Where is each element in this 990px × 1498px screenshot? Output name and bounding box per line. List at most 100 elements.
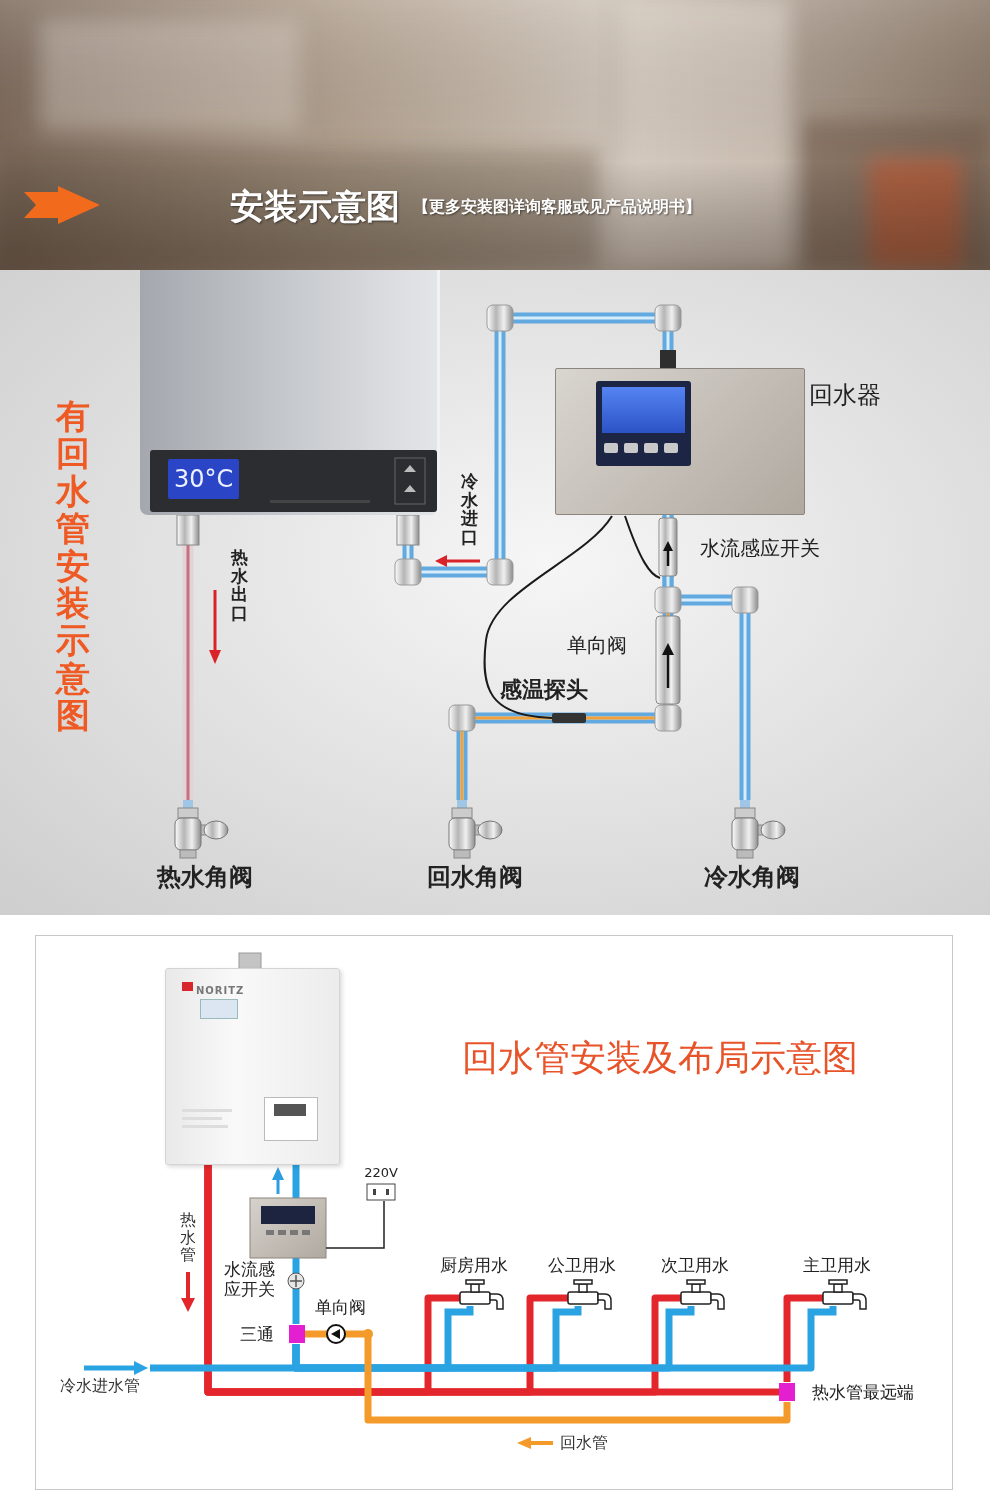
lcd-screen — [602, 387, 685, 433]
valve-outlet — [180, 850, 196, 858]
tap-handle — [687, 1280, 705, 1284]
node-text: 主卫用水 — [803, 1254, 871, 1276]
banner-arrow — [24, 186, 100, 224]
valve-handle — [478, 821, 502, 839]
flow-arrow-head — [134, 1361, 148, 1375]
pipe — [296, 1324, 448, 1368]
pipe-label: 冷水进水管 — [60, 1376, 140, 1397]
lcd-frame — [596, 381, 691, 466]
valve-nut — [178, 808, 198, 818]
switch-wheel — [288, 1273, 304, 1289]
flow-arrow — [186, 1272, 190, 1300]
recirc-unit — [250, 1198, 326, 1258]
faucet: 厨房用水 — [440, 1254, 512, 1324]
power-wire — [326, 1201, 384, 1248]
pipe-line — [293, 1302, 300, 1324]
pipe-line — [183, 515, 194, 800]
tap-body — [823, 1292, 853, 1304]
node-text: 厨房用水 — [440, 1254, 508, 1276]
button-icon — [404, 465, 416, 472]
flow-arrow-head — [272, 1167, 284, 1180]
pipe-line — [208, 1165, 548, 1392]
label-holder: 感温探头 — [500, 675, 588, 705]
node-text: 回水器 — [809, 379, 881, 411]
tap-stem — [692, 1284, 700, 1292]
banner-photo-shapes — [0, 0, 990, 270]
sensor-wire — [484, 516, 612, 718]
cold-stub — [811, 1306, 833, 1324]
flow-arrow-head — [209, 650, 221, 664]
valve-nut — [452, 808, 472, 818]
pipe-joint — [363, 1329, 373, 1339]
panel-frame — [36, 936, 953, 1490]
pipe — [368, 1344, 787, 1420]
part-label: 水流感应开关 — [700, 535, 820, 562]
faucet: 主卫用水 — [803, 1254, 875, 1324]
socket-slot — [373, 1189, 376, 1195]
recirc-button — [302, 1230, 310, 1235]
elbow — [449, 705, 475, 731]
pipe — [296, 1302, 297, 1324]
cold-main — [150, 1365, 296, 1372]
angle-valve: 热水角阀 — [152, 800, 258, 894]
pipe — [296, 1324, 811, 1368]
heater-fitting — [397, 515, 419, 545]
pipe — [296, 1324, 556, 1368]
pipe-line — [462, 515, 668, 800]
label-holder: 单向阀 — [567, 632, 627, 659]
tap-spout — [853, 1294, 866, 1309]
flow-arrow-head — [181, 1298, 195, 1312]
tap-handle — [829, 1280, 847, 1284]
pipe-highlight — [187, 515, 190, 800]
tap-stem — [834, 1284, 842, 1292]
flow-arrow — [530, 1441, 553, 1445]
label-holder: 【更多安装图详询客服或见产品说明书】 — [413, 197, 701, 218]
flow-arrow — [667, 549, 670, 566]
flow-switch-body — [659, 518, 677, 576]
print-line — [182, 1109, 232, 1112]
flow-arrow-head — [662, 643, 674, 655]
pipe-line — [296, 1324, 556, 1368]
heater-fitting — [177, 515, 199, 545]
part-label: 感温探头 — [500, 675, 588, 705]
recirc-button — [278, 1230, 286, 1235]
node-text: 220V — [364, 1165, 398, 1181]
tap-stem — [471, 1284, 479, 1292]
lcd-screen: 30°C — [168, 459, 239, 499]
recirc-fitting — [660, 350, 676, 368]
valve-circle — [327, 1325, 345, 1343]
tap-spout — [711, 1294, 724, 1309]
pipe-line — [296, 1324, 669, 1368]
pipe-line — [208, 1165, 661, 1392]
pipe-line — [408, 318, 668, 572]
flow-arrow — [277, 1178, 280, 1194]
valve-outlet — [737, 850, 753, 858]
label-holder: 热水出口 — [231, 548, 248, 623]
flow-arrow-head — [663, 541, 673, 551]
part-label: 单向阀 — [567, 632, 627, 659]
temperature-probe — [552, 713, 586, 723]
rating-sticker — [200, 999, 238, 1019]
tap-handle — [466, 1280, 484, 1284]
recirc-button — [290, 1230, 298, 1235]
control-panel — [264, 1097, 318, 1141]
cold-stub — [669, 1306, 691, 1324]
water-heater: 30°C — [140, 270, 440, 515]
socket-slot — [386, 1189, 389, 1195]
water-heater: NORITZ — [165, 968, 340, 1165]
return-flow-tint — [462, 606, 668, 806]
hot-stub — [440, 1295, 462, 1302]
angle-valve: 冷水角阀 — [699, 800, 805, 894]
tap-spout — [598, 1294, 611, 1309]
flow-arrow-head — [435, 555, 447, 567]
valve-body — [175, 818, 201, 850]
valve-outlet — [454, 850, 470, 858]
flow-arrow — [667, 654, 670, 688]
elbow — [487, 305, 513, 331]
node-text: 热水角阀 — [157, 862, 253, 892]
label-holder: 有回水管安装示意图 — [56, 398, 90, 735]
faucet: 次卫用水 — [661, 1254, 733, 1324]
pipe-highlight — [462, 515, 668, 800]
pipe — [208, 1165, 440, 1392]
